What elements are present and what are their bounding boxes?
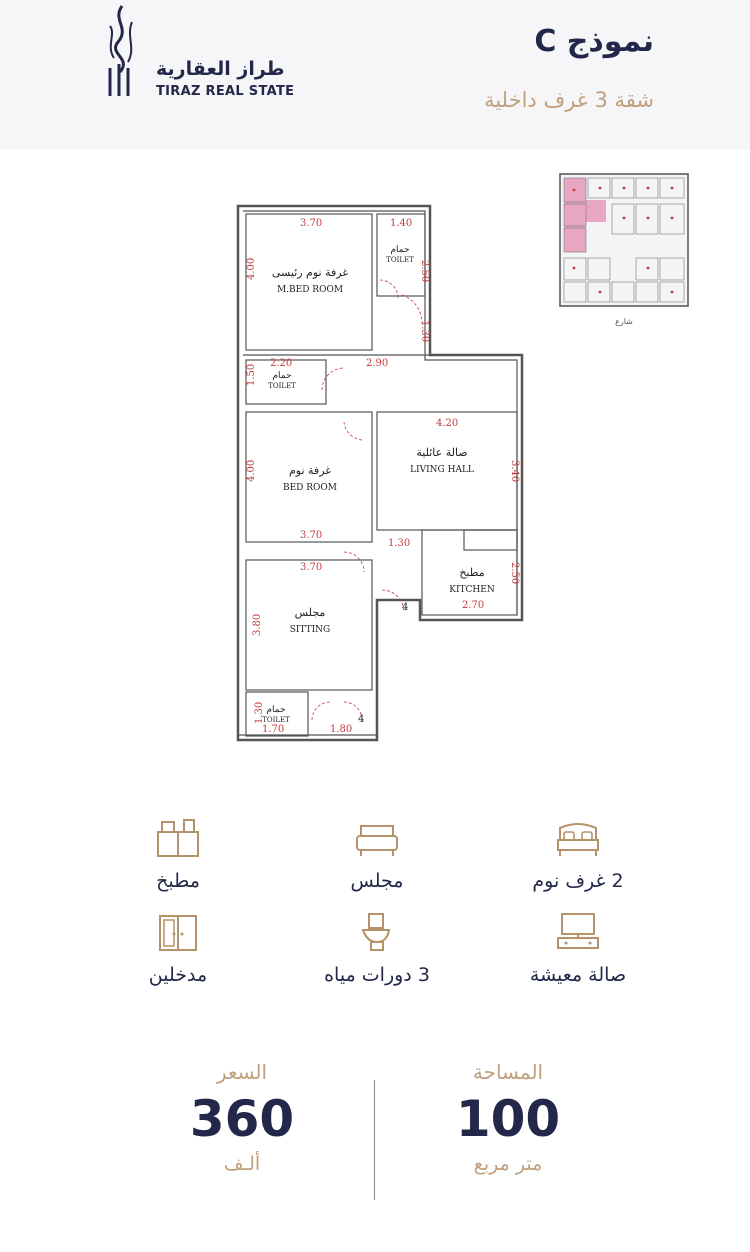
dim-t3-w: 1.70 bbox=[262, 724, 284, 735]
room-kitchen-ar: مطبخ bbox=[459, 566, 484, 579]
room-t1-en: TOILET bbox=[386, 256, 414, 264]
price-block: السعر 360 ألـف bbox=[132, 1060, 352, 1175]
dim-kitchen-w: 2.70 bbox=[462, 600, 484, 611]
dim-t1-h: 2.50 bbox=[419, 260, 430, 282]
bed-icon bbox=[557, 823, 599, 856]
stats-divider bbox=[374, 1080, 375, 1200]
dim-corr2: 1.30 bbox=[388, 538, 410, 549]
feature-kitchen: مطبخ bbox=[78, 818, 278, 892]
door-number-a: 4 bbox=[402, 602, 408, 613]
room-t1-ar: حمام bbox=[390, 245, 409, 255]
key-plan: شارع bbox=[559, 173, 689, 326]
room-mbed-en: M.BED ROOM bbox=[277, 285, 343, 295]
model-subtitle: شقة 3 غرف داخلية bbox=[484, 88, 654, 112]
dim-t3-w2: 1.80 bbox=[330, 724, 352, 735]
feature-entrances-label: مدخلين bbox=[148, 964, 208, 986]
area-block: المساحة 100 متر مربع bbox=[398, 1060, 618, 1175]
feature-living: صالة معيشة bbox=[478, 912, 678, 986]
key-highlight bbox=[564, 178, 586, 252]
dim-t3-h: 1.30 bbox=[254, 702, 265, 724]
price-label: السعر bbox=[216, 1060, 268, 1084]
dim-corr-v: 1.30 bbox=[419, 320, 430, 342]
feature-sitting: مجلس bbox=[277, 818, 477, 892]
model-title: نموذج C bbox=[534, 24, 654, 59]
room-sitting-en: SITTING bbox=[290, 625, 331, 635]
tiraz-logo-icon bbox=[108, 5, 133, 96]
dim-living-w: 4.20 bbox=[436, 418, 458, 429]
area-value: 100 bbox=[455, 1090, 561, 1148]
dim-corr-w: 2.90 bbox=[366, 358, 388, 369]
feature-bedrooms-label: 2 غرف نوم bbox=[532, 870, 624, 892]
dim-mbed-h: 4.00 bbox=[246, 258, 257, 280]
room-t3-en: TOILET bbox=[262, 716, 290, 724]
dim-mbed-w: 3.70 bbox=[300, 218, 322, 229]
room-t3-ar: حمام bbox=[266, 705, 285, 715]
feature-bedrooms: 2 غرف نوم bbox=[478, 818, 678, 892]
feature-sitting-label: مجلس bbox=[350, 870, 404, 892]
tv-icon bbox=[557, 913, 599, 949]
dim-sit-h: 3.80 bbox=[252, 614, 263, 636]
room-sitting-ar: مجلس bbox=[295, 606, 326, 619]
floor-plan: 3.70 4.00 1.40 2.50 1.30 2.20 1.50 2.90 … bbox=[236, 204, 524, 742]
price-value: 360 bbox=[189, 1090, 295, 1148]
area-unit: متر مربع bbox=[473, 1153, 543, 1175]
room-bed-en: BED ROOM bbox=[283, 483, 337, 493]
toilet-icon bbox=[361, 913, 391, 951]
dim-living-h: 3.40 bbox=[509, 460, 520, 482]
header-band bbox=[0, 0, 750, 150]
room-bed-ar: غرفة نوم bbox=[289, 464, 331, 477]
kitchen-icon bbox=[157, 819, 199, 857]
dim-sit-w: 3.70 bbox=[300, 562, 322, 573]
feature-living-label: صالة معيشة bbox=[529, 964, 627, 986]
brand-name-ar: طراز العقارية bbox=[156, 58, 285, 80]
dim-bed-h: 4.00 bbox=[246, 460, 257, 482]
dim-kitchen-h: 2.50 bbox=[509, 562, 520, 584]
key-street-label: شارع bbox=[615, 317, 633, 326]
room-t2-ar: حمام bbox=[272, 371, 291, 381]
price-unit: ألـف bbox=[223, 1153, 261, 1175]
dim-t1-w: 1.40 bbox=[390, 218, 412, 229]
room-living-ar: صالة عائلية bbox=[416, 446, 467, 459]
sofa-icon bbox=[356, 825, 398, 856]
area-label: المساحة bbox=[472, 1060, 544, 1084]
dim-bed-w: 3.70 bbox=[300, 530, 322, 541]
room-living-en: LIVING HALL bbox=[410, 465, 474, 475]
feature-entrances: مدخلين bbox=[78, 912, 278, 986]
feature-toilets: 3 دورات مياه bbox=[277, 912, 477, 986]
dim-t2-h: 1.50 bbox=[246, 364, 257, 386]
feature-toilets-label: 3 دورات مياه bbox=[324, 964, 430, 986]
room-mbed-ar: غرفة نوم رئيسى bbox=[272, 266, 348, 279]
doors-icon bbox=[159, 915, 197, 951]
room-kitchen-en: KITCHEN bbox=[449, 585, 495, 595]
feature-kitchen-label: مطبخ bbox=[156, 870, 200, 892]
brand-name-en: TIRAZ REAL STATE bbox=[156, 84, 295, 99]
room-t2-en: TOILET bbox=[268, 382, 296, 390]
dim-t2-w: 2.20 bbox=[270, 358, 292, 369]
door-number-b: 4 bbox=[358, 714, 364, 725]
